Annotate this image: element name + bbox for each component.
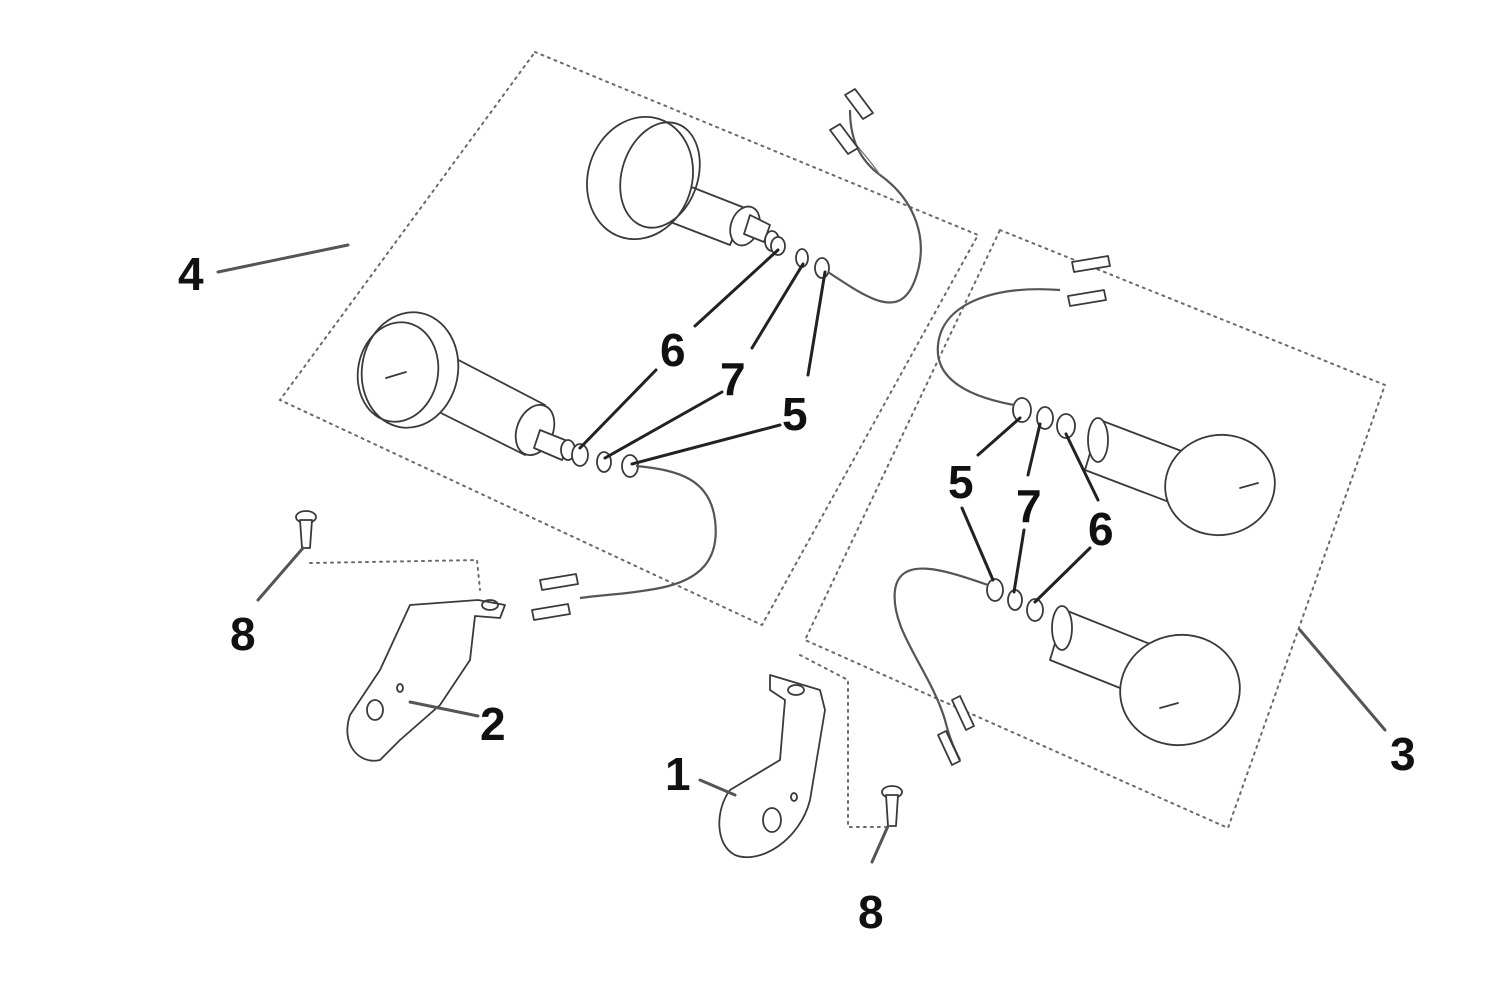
leader-7-right-upper <box>1026 422 1042 477</box>
callout-6-upper: 6 <box>660 324 686 376</box>
washer-stack-upper <box>770 236 830 279</box>
callout-4: 4 <box>178 248 204 300</box>
turn-signal-right-lower <box>1049 605 1241 747</box>
leader-6-right-lower <box>1033 546 1092 604</box>
bracket-2-outline <box>309 558 481 591</box>
turn-signal-middle <box>356 311 576 461</box>
callout-7-upper: 7 <box>720 353 746 405</box>
bolt-8-right <box>881 785 903 827</box>
callout-1: 1 <box>665 748 691 800</box>
leader-7-right-lower <box>1012 528 1026 594</box>
callout-8-left: 8 <box>230 608 256 660</box>
leader-6-middle <box>578 368 658 450</box>
callout-7-right: 7 <box>1016 480 1042 532</box>
washer-stack-middle <box>571 443 639 478</box>
callout-5-right: 5 <box>948 456 974 508</box>
turn-signal-right-upper <box>1084 417 1276 537</box>
callout-2: 2 <box>480 698 506 750</box>
leader-5-middle <box>630 423 782 466</box>
callout-3: 3 <box>1390 728 1416 780</box>
leader-5-right-lower <box>960 506 995 582</box>
wire-right-upper <box>936 288 1061 407</box>
leader-6-upper <box>693 248 780 328</box>
callout-6-right: 6 <box>1088 503 1114 555</box>
leader-8-left <box>256 546 305 602</box>
assembly-outline-4 <box>278 50 980 627</box>
leader-2 <box>408 700 480 718</box>
connector-upper <box>829 88 874 155</box>
assembly-outline-3 <box>803 228 1387 830</box>
leader-5-upper <box>806 270 827 377</box>
washer-stack-right-upper <box>1012 397 1076 439</box>
leader-6-right-upper <box>1064 432 1100 502</box>
bolt-8-left <box>295 510 317 549</box>
leader-4 <box>216 243 350 274</box>
leader-8-right <box>870 824 890 864</box>
connector-right-upper <box>1067 255 1111 307</box>
leader-1 <box>698 778 737 797</box>
callout-8-right: 8 <box>858 886 884 938</box>
leader-7-middle <box>603 390 724 460</box>
bracket-2 <box>346 599 506 762</box>
wire-upper <box>827 109 922 304</box>
wire-right-lower <box>893 567 989 761</box>
connector-right-lower <box>937 695 975 766</box>
leader-3 <box>1298 628 1387 732</box>
leader-7-upper <box>750 262 805 350</box>
washer-stack-right-lower <box>986 578 1044 622</box>
callout-5-upper: 5 <box>782 388 808 440</box>
bracket-1 <box>718 674 826 859</box>
bracket-1-outline <box>799 654 886 828</box>
leader-5-right-upper <box>976 416 1022 457</box>
turn-signal-upper <box>586 115 780 252</box>
wire-middle <box>579 464 717 600</box>
connector-middle <box>531 573 579 621</box>
